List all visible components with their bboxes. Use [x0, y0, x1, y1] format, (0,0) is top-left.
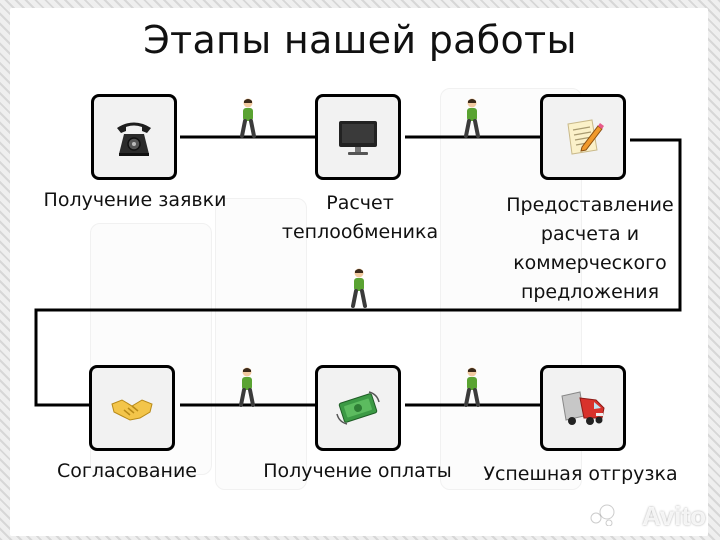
avito-logo-icon [590, 504, 615, 526]
step-label-payment: Получение оплаты [263, 460, 452, 482]
document-pen-icon [567, 119, 604, 155]
money-icon [336, 391, 380, 425]
truck-icon [561, 391, 605, 425]
monitor-icon [339, 121, 377, 155]
flow-path [34, 135, 682, 407]
step-label-shipment: Успешная отгрузка [483, 463, 678, 485]
step-label-agreement: Согласование [56, 460, 198, 482]
step-label-offer: Предоставление расчета и коммерческого п… [506, 194, 674, 303]
step-label-calculation: Расчет теплообменика [281, 192, 439, 243]
walking-person-icon [236, 367, 258, 407]
step-label-request: Получение заявки [43, 189, 227, 211]
step-box-agreement [89, 365, 175, 451]
walking-person-icon [348, 268, 370, 308]
step-box-calculation [315, 94, 401, 180]
walking-person-icon [237, 98, 259, 138]
telephone-icon [117, 122, 151, 156]
walking-person-icon [461, 98, 483, 138]
step-box-request [91, 94, 177, 180]
step-box-shipment [540, 365, 626, 451]
watermark: Avito [641, 501, 706, 531]
handshake-icon [111, 399, 153, 421]
page-title: Этапы нашей работы [143, 18, 577, 62]
background-heat-exchanger [215, 198, 307, 490]
step-box-payment [315, 365, 401, 451]
walking-person-icon [461, 367, 483, 407]
step-box-offer [540, 94, 626, 180]
